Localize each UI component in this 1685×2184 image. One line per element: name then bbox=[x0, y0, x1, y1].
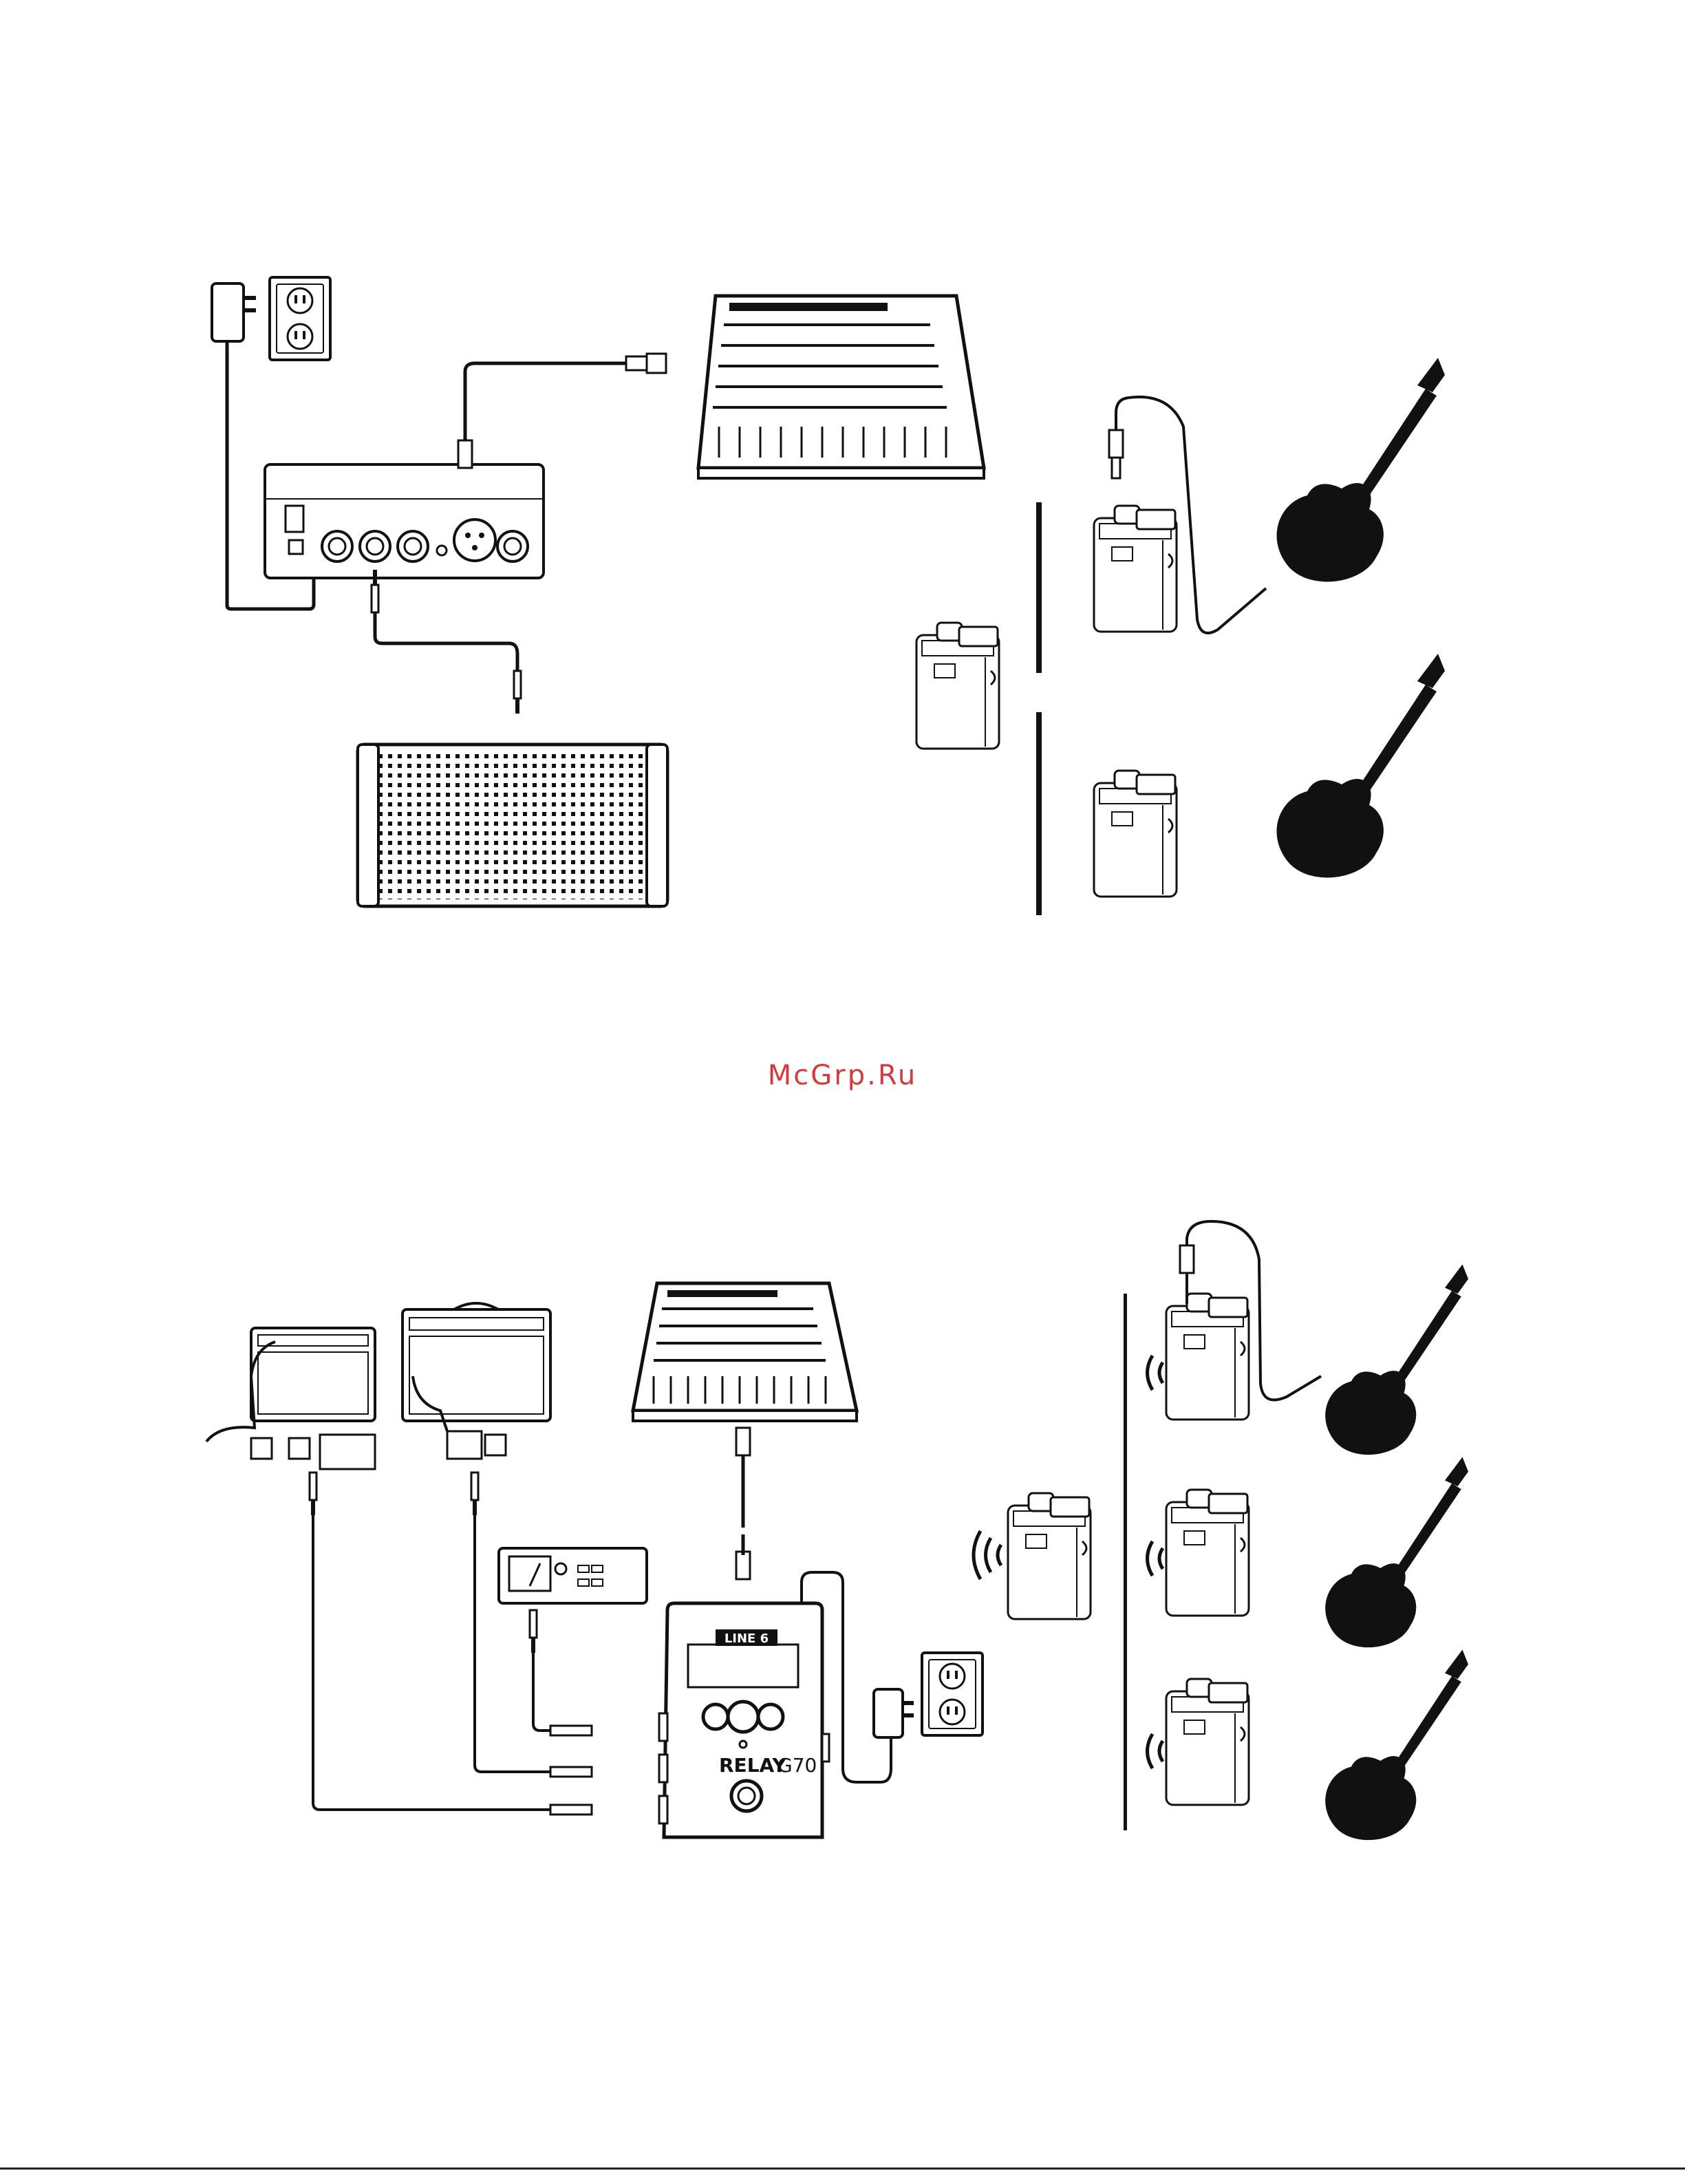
speaker-cable bbox=[375, 578, 517, 695]
watermark-text: McGrp.Ru bbox=[0, 1060, 1685, 1091]
wireless-signal-icon bbox=[1148, 1356, 1163, 1768]
relay-model-prefix: RELAY bbox=[719, 1754, 787, 1777]
xlr-cable bbox=[465, 363, 626, 465]
guitar-icon bbox=[1325, 1265, 1468, 1455]
transmitter-icon bbox=[1166, 1294, 1249, 1420]
relay-brand-label: LINE 6 bbox=[725, 1631, 769, 1646]
transmitter-icon bbox=[916, 623, 999, 749]
transmitter-icon bbox=[1166, 1490, 1249, 1616]
bottom-diagram: LINE 6 RELAY G70 bbox=[206, 1221, 1468, 1840]
guitar-icon bbox=[1325, 1457, 1468, 1648]
transmitter-icon bbox=[1094, 771, 1177, 897]
tuner-icon bbox=[499, 1548, 647, 1603]
page-bottom-rule bbox=[0, 2167, 1685, 2170]
receiver-icon bbox=[265, 464, 544, 578]
power-adapter-icon bbox=[212, 283, 256, 341]
transmitter-icon bbox=[1166, 1679, 1249, 1805]
pedal-icon bbox=[251, 1431, 506, 1469]
mixer-icon bbox=[633, 1283, 857, 1421]
relay-model-suffix: G70 bbox=[777, 1754, 817, 1777]
transmitter-icon bbox=[1094, 506, 1177, 632]
powered-speaker-icon bbox=[358, 745, 667, 906]
wireless-signal-icon bbox=[974, 1531, 1001, 1579]
amp-icon bbox=[251, 1328, 375, 1421]
power-adapter-icon bbox=[874, 1689, 914, 1737]
wall-outlet-icon bbox=[270, 277, 330, 360]
transmitter-icon bbox=[1008, 1493, 1091, 1619]
guitar-icon bbox=[1325, 1650, 1468, 1841]
guitar-icon bbox=[1277, 654, 1445, 877]
top-diagram bbox=[212, 277, 1445, 915]
relay-g70-unit: LINE 6 RELAY G70 bbox=[659, 1603, 829, 1837]
mixer-icon bbox=[698, 296, 984, 478]
wall-outlet-icon bbox=[922, 1653, 983, 1735]
guitar-icon bbox=[1277, 358, 1445, 581]
